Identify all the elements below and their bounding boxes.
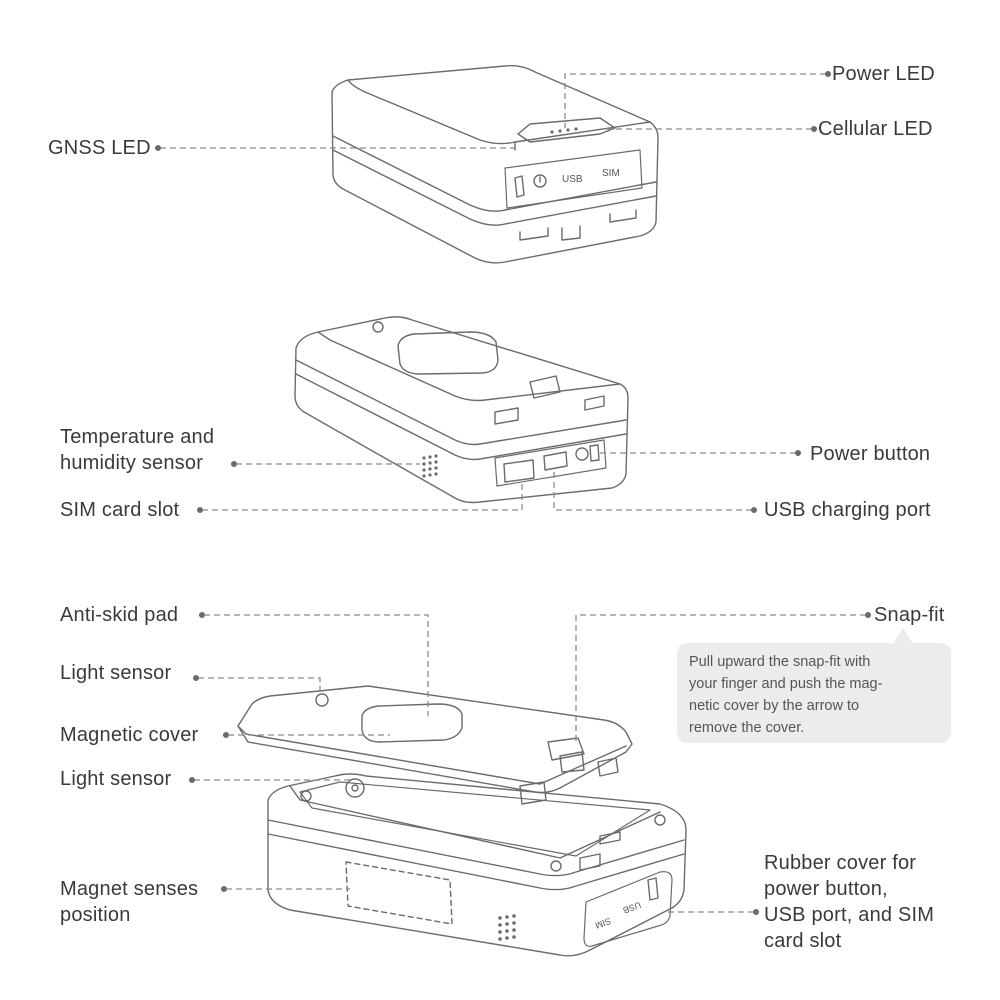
device-top-view bbox=[331, 64, 659, 264]
device-front-view bbox=[294, 316, 629, 504]
leader-light-sensor-top bbox=[198, 677, 321, 694]
device-base bbox=[267, 773, 687, 957]
device-sim-marking: SIM bbox=[602, 168, 620, 179]
leader-usb-port bbox=[553, 470, 752, 511]
led-dots bbox=[550, 127, 578, 134]
leader-dots bbox=[155, 71, 871, 915]
label-temp-humidity-sensor: Temperature and humidity sensor bbox=[60, 426, 215, 474]
magnetic-cover bbox=[237, 685, 633, 805]
leader-snap-fit bbox=[575, 614, 866, 744]
label-anti-skid-pad: Anti-skid pad bbox=[60, 604, 179, 626]
leader-sim-slot bbox=[202, 482, 523, 511]
label-rubber-cover: Rubber cover for power button, USB port,… bbox=[764, 852, 935, 952]
note-callout-tail bbox=[893, 628, 913, 644]
label-sim-card-slot: SIM card slot bbox=[60, 499, 180, 521]
label-light-sensor-bottom: Light sensor bbox=[60, 768, 172, 790]
label-power-button: Power button bbox=[810, 443, 931, 465]
label-power-led: Power LED bbox=[832, 63, 935, 85]
device-usb-rotated-marking: USB bbox=[621, 900, 642, 916]
label-snap-fit: Snap-fit bbox=[874, 604, 945, 626]
label-magnetic-cover: Magnetic cover bbox=[60, 724, 199, 746]
device-usb-marking: USB bbox=[562, 174, 583, 185]
label-light-sensor-top: Light sensor bbox=[60, 662, 172, 684]
leader-anti-skid bbox=[204, 614, 429, 716]
label-usb-charging-port: USB charging port bbox=[764, 499, 931, 521]
label-gnss-led: GNSS LED bbox=[48, 137, 151, 159]
leader-power-led bbox=[564, 73, 826, 128]
label-magnet-senses-position: Magnet senses position bbox=[60, 878, 199, 926]
snap-fit-instruction-note: Pull upward the snap-fit with your finge… bbox=[677, 643, 951, 743]
label-cellular-led: Cellular LED bbox=[818, 118, 933, 140]
device-sim-rotated-marking: SIM bbox=[594, 916, 612, 931]
leader-lines bbox=[160, 73, 866, 913]
